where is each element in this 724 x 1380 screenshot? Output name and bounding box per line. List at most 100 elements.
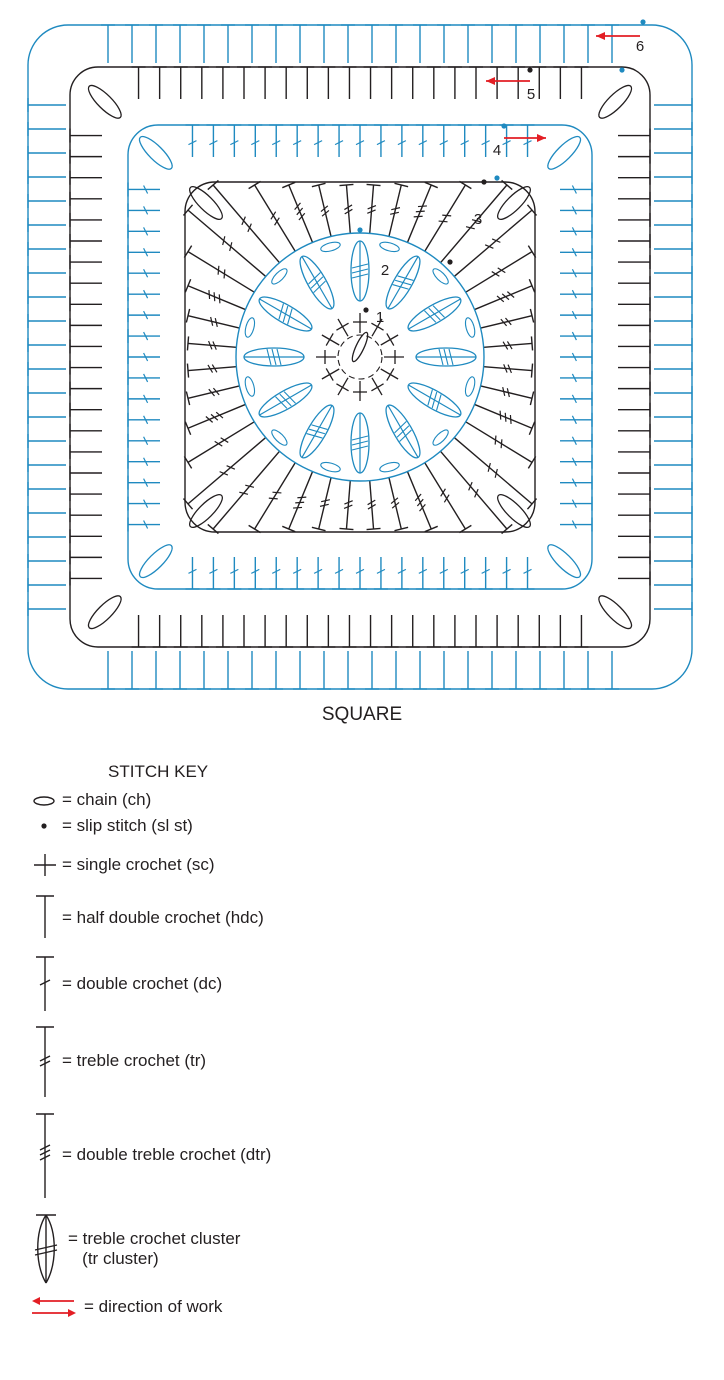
treble-cluster-icon [34,1214,58,1284]
round-6-stitch-right [654,338,693,352]
round-2-cluster [243,347,305,367]
round-2-chain [464,376,476,397]
round-3-stitch [183,245,255,293]
half-double-crochet-icon [36,895,54,938]
round-3-stitch [453,204,538,278]
round-5-stitch-left [69,571,102,586]
round-2-chain [379,461,400,473]
round-4-stitch-right [560,391,593,406]
round-5-stitch-top [447,66,462,99]
round-6-stitch-right [654,314,693,328]
round-6-stitch-left [27,98,66,112]
round-6-stitch-left [27,122,66,136]
round-5-stitch-right [618,212,651,227]
round-4-stitch-left [127,517,160,532]
round-3-stitch [483,363,534,378]
round-6-stitch-left [27,506,66,520]
round-5-stitch-right [618,529,651,544]
round-5-stitch-bottom [405,615,420,648]
round-6-stitch-right [654,266,693,280]
round-5-stitch-right [618,255,651,270]
round-5-stitch-bottom [342,615,357,648]
round-4-stitch-left [127,287,160,302]
round-6-stitch-bottom [581,651,595,690]
round-6-stitch-right [654,218,693,232]
round-4-stitch-right [560,475,593,490]
double-treble-crochet-icon [36,1113,54,1198]
round-6-stitch-top [149,24,163,63]
round-1-stitch [321,368,340,381]
key-label-treble-cluster: = treble crochet cluster (tr cluster) [68,1229,241,1268]
round-6-stitch-top [461,24,475,63]
direction-arrows-icon [32,1297,76,1317]
round-4-stitch-right [560,266,593,281]
round-4-stitch-top [332,124,347,157]
round-2-chain [271,268,288,285]
round-1-stitch [316,350,336,364]
round-5-stitch-left [69,550,102,565]
slip-stitch-icon [41,823,47,829]
round-6-stitch-bottom [101,651,115,690]
round-6-stitch-right [654,602,693,616]
round-6-stitch-top [341,24,355,63]
round-6-stitch-left [27,386,66,400]
round-5-stitch-bottom [152,615,167,648]
round-4-stitch-left [127,224,160,239]
round-4-stitch-bottom [206,557,221,590]
round-4-stitch-right [560,496,593,511]
round-4-stitch-left [127,182,160,197]
round-5-stitch-right [618,318,651,333]
round-3-stitch [424,180,472,252]
round-4-stitch-bottom [185,557,200,590]
round-5-stitch-top [237,66,251,99]
round-4-stitch-bottom [520,557,535,590]
round-4-stitch-left [127,496,160,511]
key-label-half-double-crochet: = half double crochet (hdc) [62,908,264,927]
slip-stitch-dot [447,259,453,265]
stitch-key-title: STITCH KEY [108,762,209,781]
round-4-stitch-left [127,370,160,385]
treble-crochet-icon [36,1026,54,1097]
round-4-stitch-bottom [290,557,305,590]
round-3-corner-chain [189,494,223,528]
round-5-corner-chain [87,595,122,630]
round-4-stitch-bottom [499,557,514,590]
round-6-stitch-right [654,146,693,160]
round-6-stitch-bottom [269,651,283,690]
round-2-chain [244,376,256,397]
round-4-stitch-right [560,370,593,385]
slip-stitch-dot [527,67,533,73]
round-4-corner-chain [138,135,173,170]
round-2-chain [320,461,341,473]
round-1-ring [337,334,383,380]
round-6-stitch-left [27,458,66,472]
round-5-outline [69,66,651,648]
round-4-corner-chain [547,544,582,579]
round-5-stitch-top [215,66,230,99]
round-4-stitch-left [127,454,160,469]
round-2-cluster [385,404,421,459]
round-6-stitch-bottom [557,651,571,690]
round-5-corner-chain [598,84,633,119]
round-1-stitch [336,318,349,337]
round-6-stitch-top [125,24,139,63]
round-3-stitch [184,279,246,311]
round-6-stitch-top [485,24,499,63]
round-5-stitch-left [69,191,102,206]
round-5-stitch-bottom [511,615,526,648]
round-5-stitch-bottom [426,615,441,648]
round-2-cluster [258,382,313,418]
round-5-stitch-left [69,423,102,438]
round-6-stitch-top [437,24,451,63]
round-3-outline [184,181,536,533]
round-5-stitch-left [69,318,102,333]
round-label-4: 4 [493,142,501,159]
round-4-stitch-bottom [353,557,367,590]
round-5-stitch-left [69,381,102,396]
round-6-stitch-right [654,530,693,544]
round-3-stitch [186,336,237,351]
round-5-stitch-bottom [131,615,146,648]
round-5-stitch-left [69,128,102,143]
round-4-stitch-right [560,329,593,344]
round-6-stitch-left [27,578,66,592]
